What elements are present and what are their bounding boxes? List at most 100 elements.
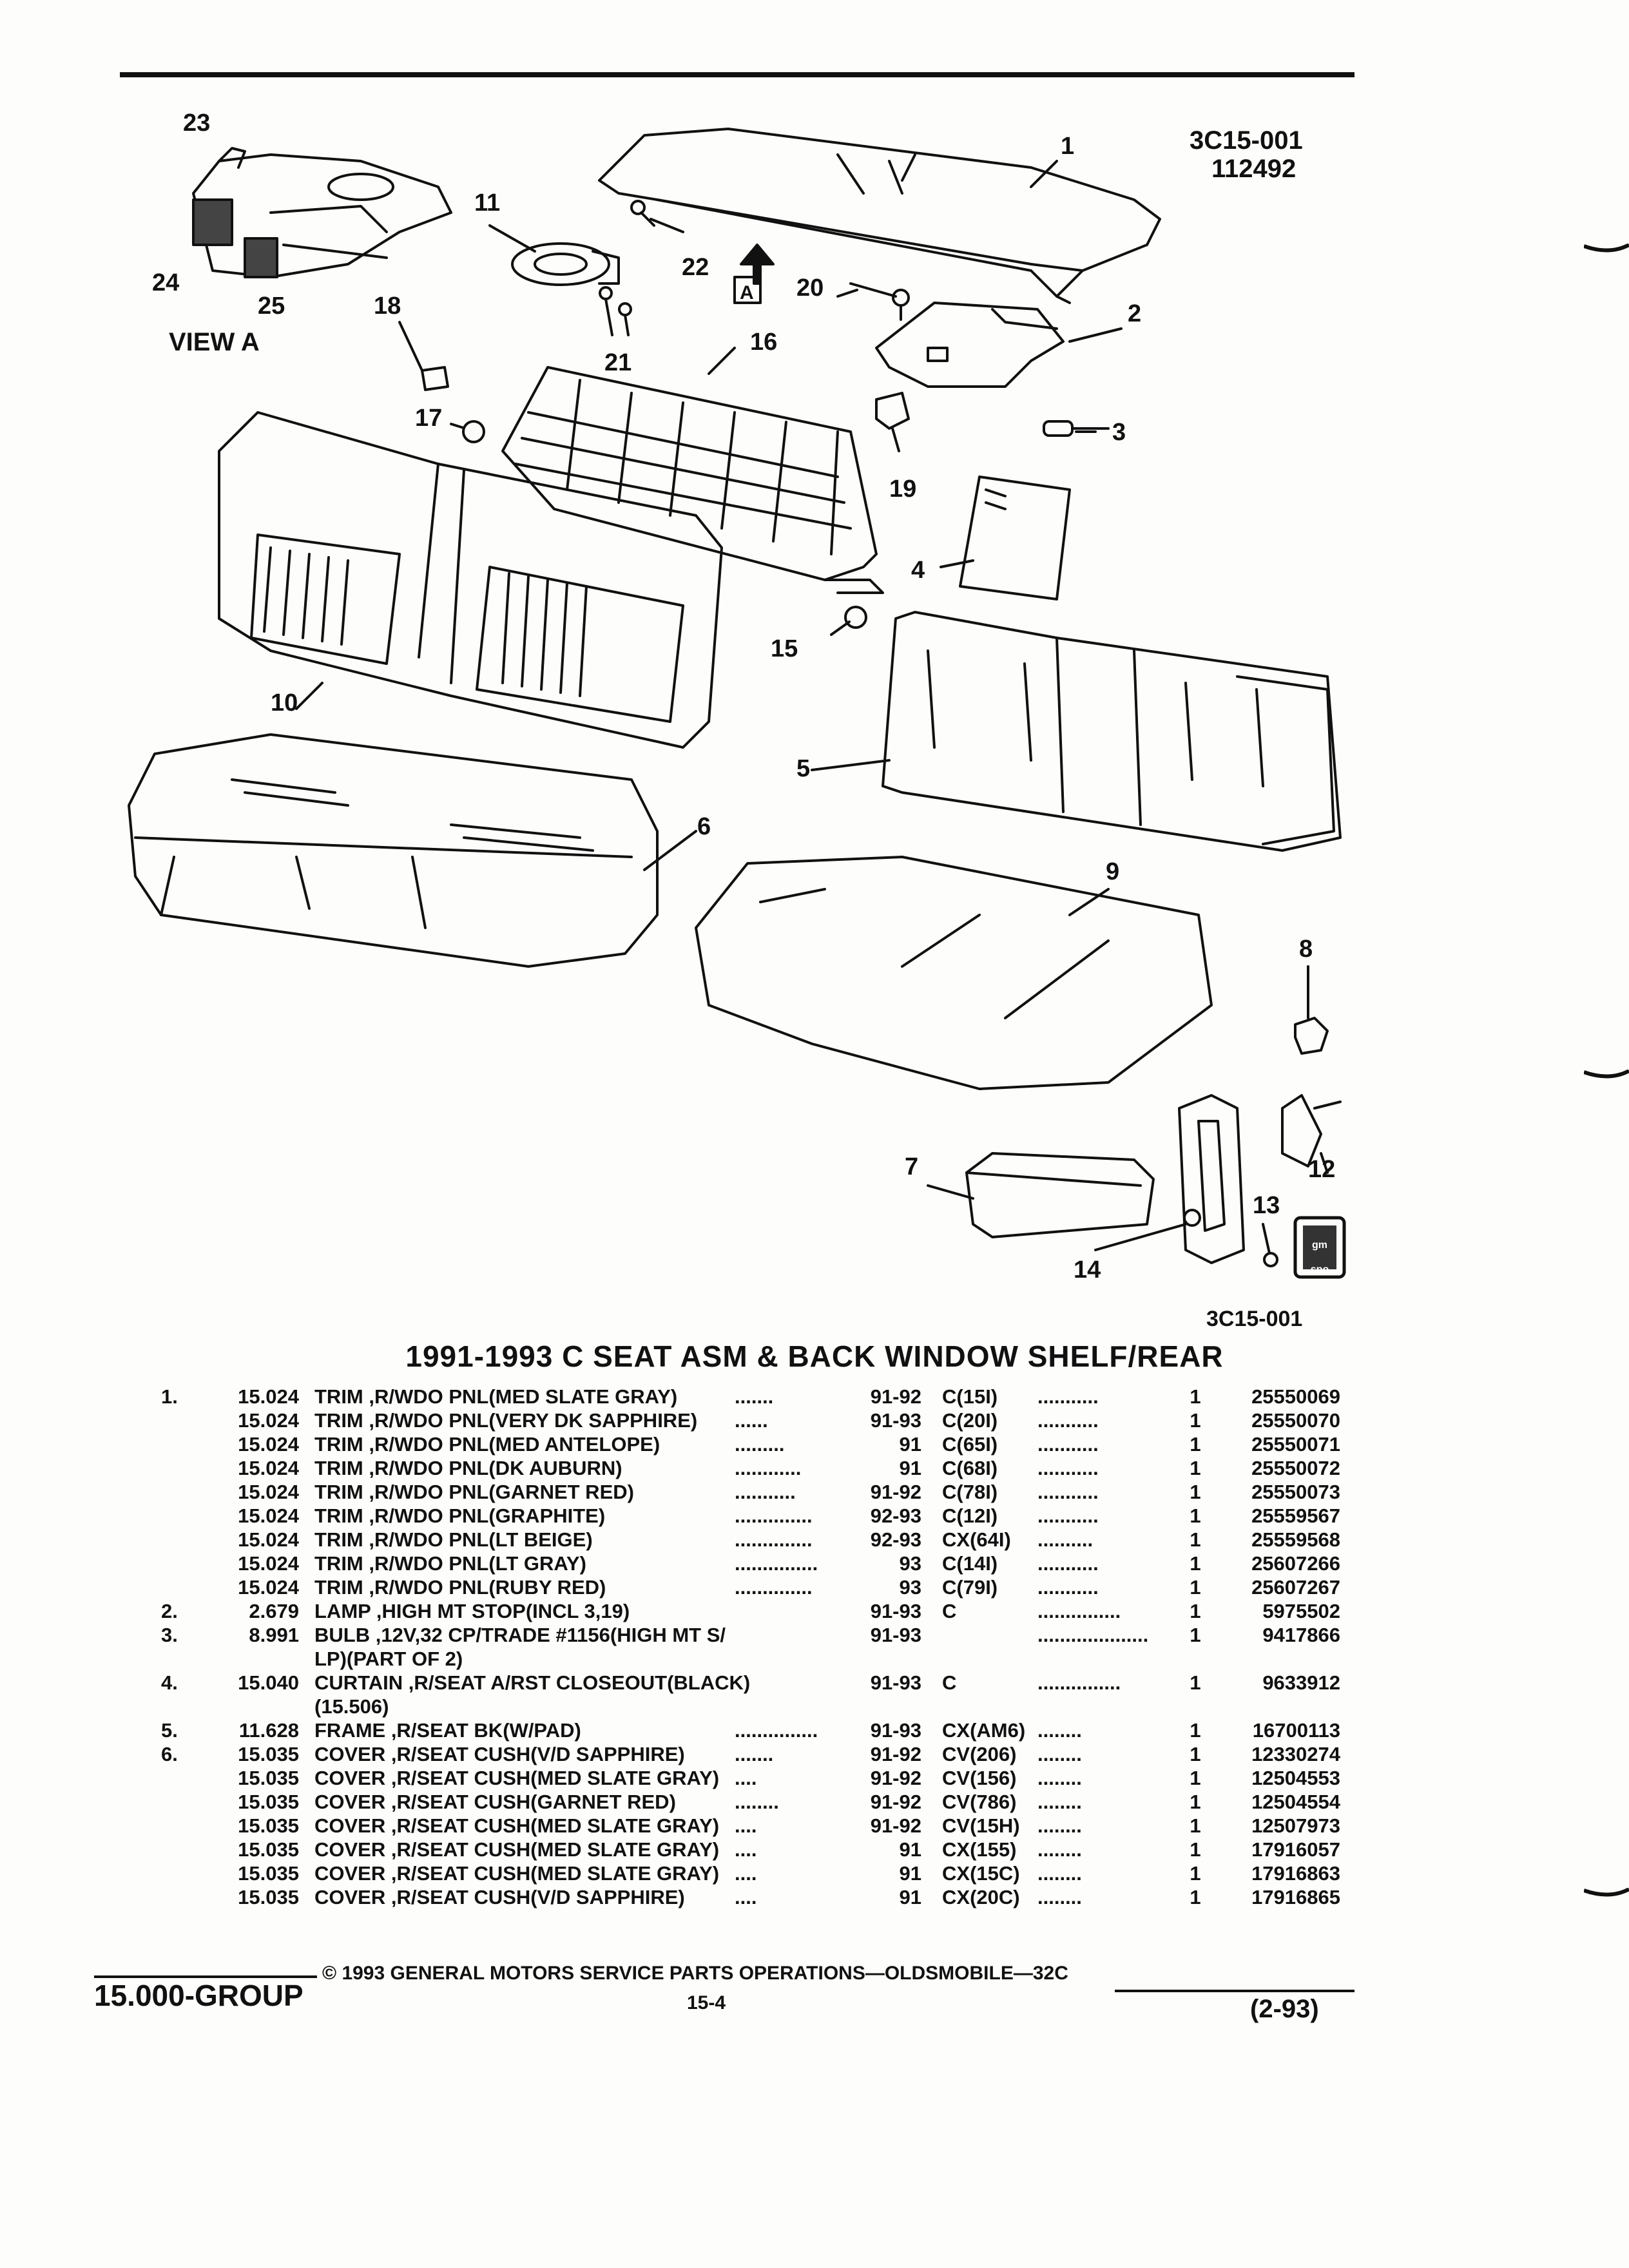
parts-cell-part: 9417866 [1262,1624,1340,1646]
parts-cell-dots: .............. [735,1576,813,1599]
parts-cell-grp: 8.991 [249,1624,299,1646]
parts-cell-model: CV(786) [942,1791,1017,1813]
parts-cell-grp: 15.024 [238,1481,299,1503]
edge-mark [1584,1070,1629,1079]
parts-cell-model: CV(156) [942,1767,1017,1789]
parts-cell-part: 25550072 [1251,1457,1340,1479]
parts-cell-part: 25550071 [1251,1433,1340,1456]
view-a-detail [192,147,452,278]
parts-cell-qty: 1 [1190,1838,1201,1861]
parts-cell-part: 16700113 [1252,1719,1340,1742]
parts-cell-qty: 1 [1190,1385,1201,1408]
gm-spo-badge [1293,1216,1346,1279]
parts-cell-desc: TRIM ,R/WDO PNL(VERY DK SAPPHIRE) [314,1409,698,1432]
parts-cell-model-dots: ........... [1037,1409,1099,1432]
edge-mark [1584,244,1629,253]
parts-cell-desc: CURTAIN ,R/SEAT A/RST CLOSEOUT(BLACK) [314,1671,751,1694]
parts-cell-yr: 93 [899,1552,921,1575]
part-14-bracket [1178,1094,1245,1264]
parts-cell-part: 17916057 [1251,1838,1340,1861]
parts-cell-model: C(12I) [942,1504,998,1527]
footer-rule-right [1115,1990,1354,1992]
view-marker: A [740,282,754,303]
parts-cell-yr: 91-92 [870,1814,921,1837]
footer-group: 15.000-GROUP [94,1979,304,2012]
callout-7: 7 [905,1153,919,1180]
part-2-high-mount-lamp [875,302,1065,388]
parts-cell-model: C(20I) [942,1409,998,1432]
callout-12: 12 [1308,1156,1336,1183]
part-12-bracket [1281,1094,1342,1168]
parts-cell-model-dots: ........ [1037,1886,1082,1908]
parts-cell-model-dots: ........ [1037,1719,1082,1742]
parts-cell-qty: 1 [1190,1767,1201,1789]
parts-cell-qty: 1 [1190,1433,1201,1456]
parts-cell-yr: 91 [899,1457,921,1479]
parts-cell-dots: .... [735,1838,757,1861]
parts-cell-desc: TRIM ,R/WDO PNL(LT GRAY) [314,1552,586,1575]
parts-cell-part: 12504554 [1251,1791,1340,1813]
parts-cell-desc: COVER ,R/SEAT CUSH(MED SLATE GRAY) [314,1814,720,1837]
parts-cell-yr: 91-92 [870,1481,921,1503]
callout-13: 13 [1253,1192,1280,1219]
parts-row: (15.506) [0,1695,1629,1718]
part-22-screw [630,200,655,227]
parts-cell-grp: 11.628 [238,1719,299,1742]
parts-cell-grp: 15.035 [238,1791,299,1813]
callout-21: 21 [604,349,632,376]
parts-cell-model-dots: ........ [1037,1814,1082,1837]
parts-cell-model: C(79I) [942,1576,998,1599]
parts-cell-model-dots: ........... [1037,1504,1099,1527]
badge-label: gm spo [1310,1240,1329,1275]
parts-cell-idx: 5. [161,1719,178,1742]
callout-11: 11 [474,189,501,216]
parts-cell-yr: 91-92 [870,1385,921,1408]
parts-cell-qty: 1 [1190,1600,1201,1622]
parts-cell-grp: 15.035 [238,1743,299,1765]
parts-cell-grp: 15.035 [238,1886,299,1908]
parts-cell-part: 25550069 [1251,1385,1340,1408]
parts-cell-desc: FRAME ,R/SEAT BK(W/PAD) [314,1719,581,1742]
parts-cell-desc: BULB ,12V,32 CP/TRADE #1156(HIGH MT S/ [314,1624,726,1646]
parts-cell-model-dots: ........... [1037,1457,1099,1479]
parts-cell-model: C(78I) [942,1481,998,1503]
parts-cell-desc: COVER ,R/SEAT CUSH(V/D SAPPHIRE) [314,1743,685,1765]
top-rule [120,72,1354,77]
parts-cell-qty: 1 [1190,1528,1201,1551]
callout-24: 24 [152,269,180,296]
parts-cell-dots: ............... [735,1552,818,1575]
parts-cell-model-dots: ........... [1037,1576,1099,1599]
parts-cell-qty: 1 [1190,1576,1201,1599]
parts-cell-model-dots: ........ [1037,1791,1082,1813]
parts-cell-yr: 91 [899,1862,921,1885]
parts-cell-qty: 1 [1190,1814,1201,1837]
parts-cell-model: C [942,1671,957,1694]
part-19-socket [875,392,910,452]
parts-cell-yr: 91 [899,1886,921,1908]
view-arrow [740,244,775,285]
callout-5: 5 [796,755,811,782]
callout-10: 10 [271,689,298,716]
parts-cell-dots: ......... [735,1433,785,1456]
footer-revision: (2-93) [1250,1995,1319,2023]
parts-cell-qty: 1 [1190,1481,1201,1503]
parts-cell-desc: TRIM ,R/WDO PNL(DK AUBURN) [314,1457,622,1479]
callout-23: 23 [183,110,211,137]
parts-cell-qty: 1 [1190,1862,1201,1885]
parts-cell-model-dots: ........... [1037,1481,1099,1503]
parts-cell-dots: .............. [735,1528,813,1551]
parts-cell-model: CX(64I) [942,1528,1011,1551]
parts-cell-desc: (15.506) [314,1695,389,1718]
parts-cell-desc: COVER ,R/SEAT CUSH(MED SLATE GRAY) [314,1767,720,1789]
parts-cell-model-dots: ........ [1037,1743,1082,1765]
parts-cell-dots: .............. [735,1504,813,1527]
part-9-seat-cushion [695,856,1213,1090]
parts-cell-part: 5975502 [1262,1600,1340,1622]
part-8-nut [1294,965,1329,1055]
